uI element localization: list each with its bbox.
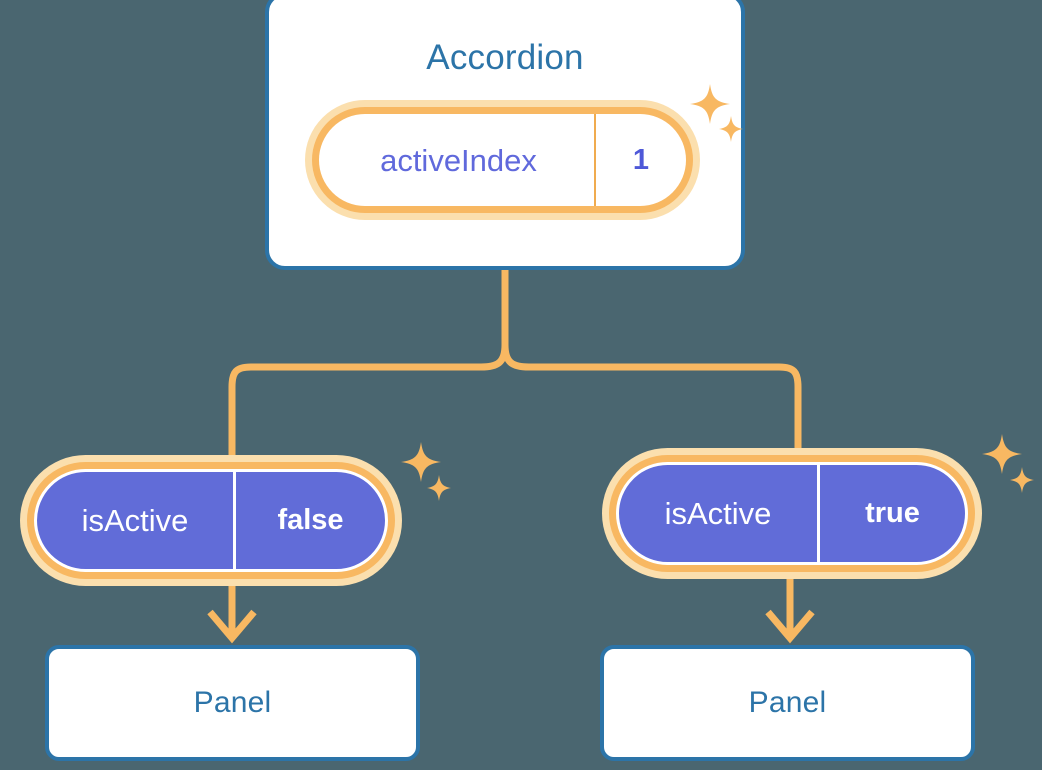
sparkle-icon	[401, 442, 451, 501]
state-pill-value: true	[817, 465, 965, 562]
state-pill-key: activeIndex	[380, 142, 537, 178]
state-pill-body: activeIndex 1	[319, 114, 686, 206]
state-pill-is-active-left[interactable]: isActive false	[20, 455, 402, 586]
state-pill-body: isActive false	[34, 469, 388, 572]
state-pill-key: isActive	[664, 496, 772, 531]
state-pill-value: false	[233, 472, 385, 569]
state-pill-ring: isActive true	[609, 455, 975, 572]
component-card-panel-right[interactable]: Panel	[600, 645, 975, 761]
panel-title: Panel	[193, 686, 272, 719]
state-pill-is-active-right[interactable]: isActive true	[602, 448, 982, 579]
connector-branch-left	[228, 341, 509, 466]
state-pill-key: isActive	[81, 503, 189, 538]
page-title: Accordion	[426, 38, 584, 77]
state-pill-active-index[interactable]: activeIndex 1	[305, 100, 700, 220]
state-pill-value: 1	[594, 114, 686, 206]
state-pill-ring: activeIndex 1	[312, 107, 693, 213]
connector-branch-right	[501, 341, 802, 459]
component-card-panel-left[interactable]: Panel	[45, 645, 420, 761]
arrow-down-icon-right	[765, 578, 815, 644]
state-pill-ring: isActive false	[27, 462, 395, 579]
arrow-down-icon-left	[207, 586, 257, 644]
state-pill-body: isActive true	[616, 462, 968, 565]
panel-title: Panel	[748, 686, 827, 719]
sparkle-icon	[982, 434, 1034, 493]
